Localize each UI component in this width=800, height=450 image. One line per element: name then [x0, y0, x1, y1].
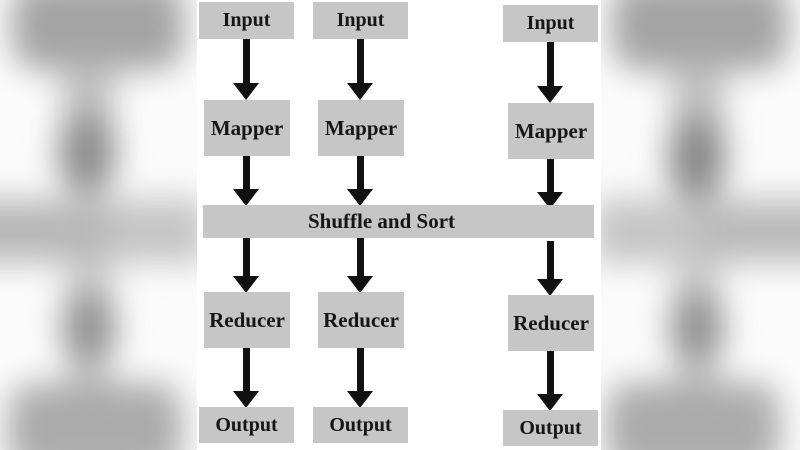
input-box: Input [199, 2, 294, 39]
shuffle-sort-bar: Shuffle and Sort [203, 205, 594, 238]
input-box: Input [503, 5, 598, 42]
arrow-input-to-mapper [313, 39, 409, 100]
mapper-box: Mapper [318, 100, 404, 156]
arrow-shuffle-to-reducer [199, 238, 295, 293]
diagram-panel: Input Mapper Reducer Output Input Mapper… [197, 0, 601, 450]
blur-oval-right-lower [670, 292, 724, 368]
blur-blob-top-right [612, 0, 788, 70]
flow-column-1: Input Mapper Reducer Output [199, 0, 295, 450]
blur-blob-bottom-left [8, 383, 182, 450]
arrow-mapper-to-shuffle [503, 159, 599, 209]
reducer-box: Reducer [204, 292, 290, 348]
mapper-box: Mapper [204, 100, 290, 156]
flow-column-2: Input Mapper Reducer Output [313, 0, 409, 450]
blur-band-left-dark [0, 202, 110, 260]
blur-band-right-dark [700, 202, 800, 260]
arrow-input-to-mapper [503, 42, 599, 103]
blur-oval-right-upper [668, 118, 726, 200]
arrow-reducer-to-output [199, 348, 295, 408]
blur-blob-bottom-right [606, 382, 780, 450]
arrow-mapper-to-shuffle [199, 156, 295, 206]
flow-column-3: Input Mapper Reducer Output [503, 3, 599, 450]
mapper-box: Mapper [508, 103, 594, 159]
output-box: Output [503, 410, 598, 446]
reducer-box: Reducer [508, 295, 594, 351]
blur-oval-left-upper [58, 115, 116, 195]
reducer-box: Reducer [318, 292, 404, 348]
arrow-shuffle-to-reducer [503, 241, 599, 296]
output-box: Output [199, 407, 294, 443]
arrow-mapper-to-shuffle [313, 156, 409, 206]
output-box: Output [313, 407, 408, 443]
arrow-input-to-mapper [199, 39, 295, 100]
blur-oval-left-lower [62, 292, 116, 368]
blur-blob-top-left [12, 0, 184, 70]
arrow-shuffle-to-reducer [313, 238, 409, 293]
arrow-reducer-to-output [503, 351, 599, 411]
arrow-reducer-to-output [313, 348, 409, 408]
input-box: Input [313, 2, 408, 39]
